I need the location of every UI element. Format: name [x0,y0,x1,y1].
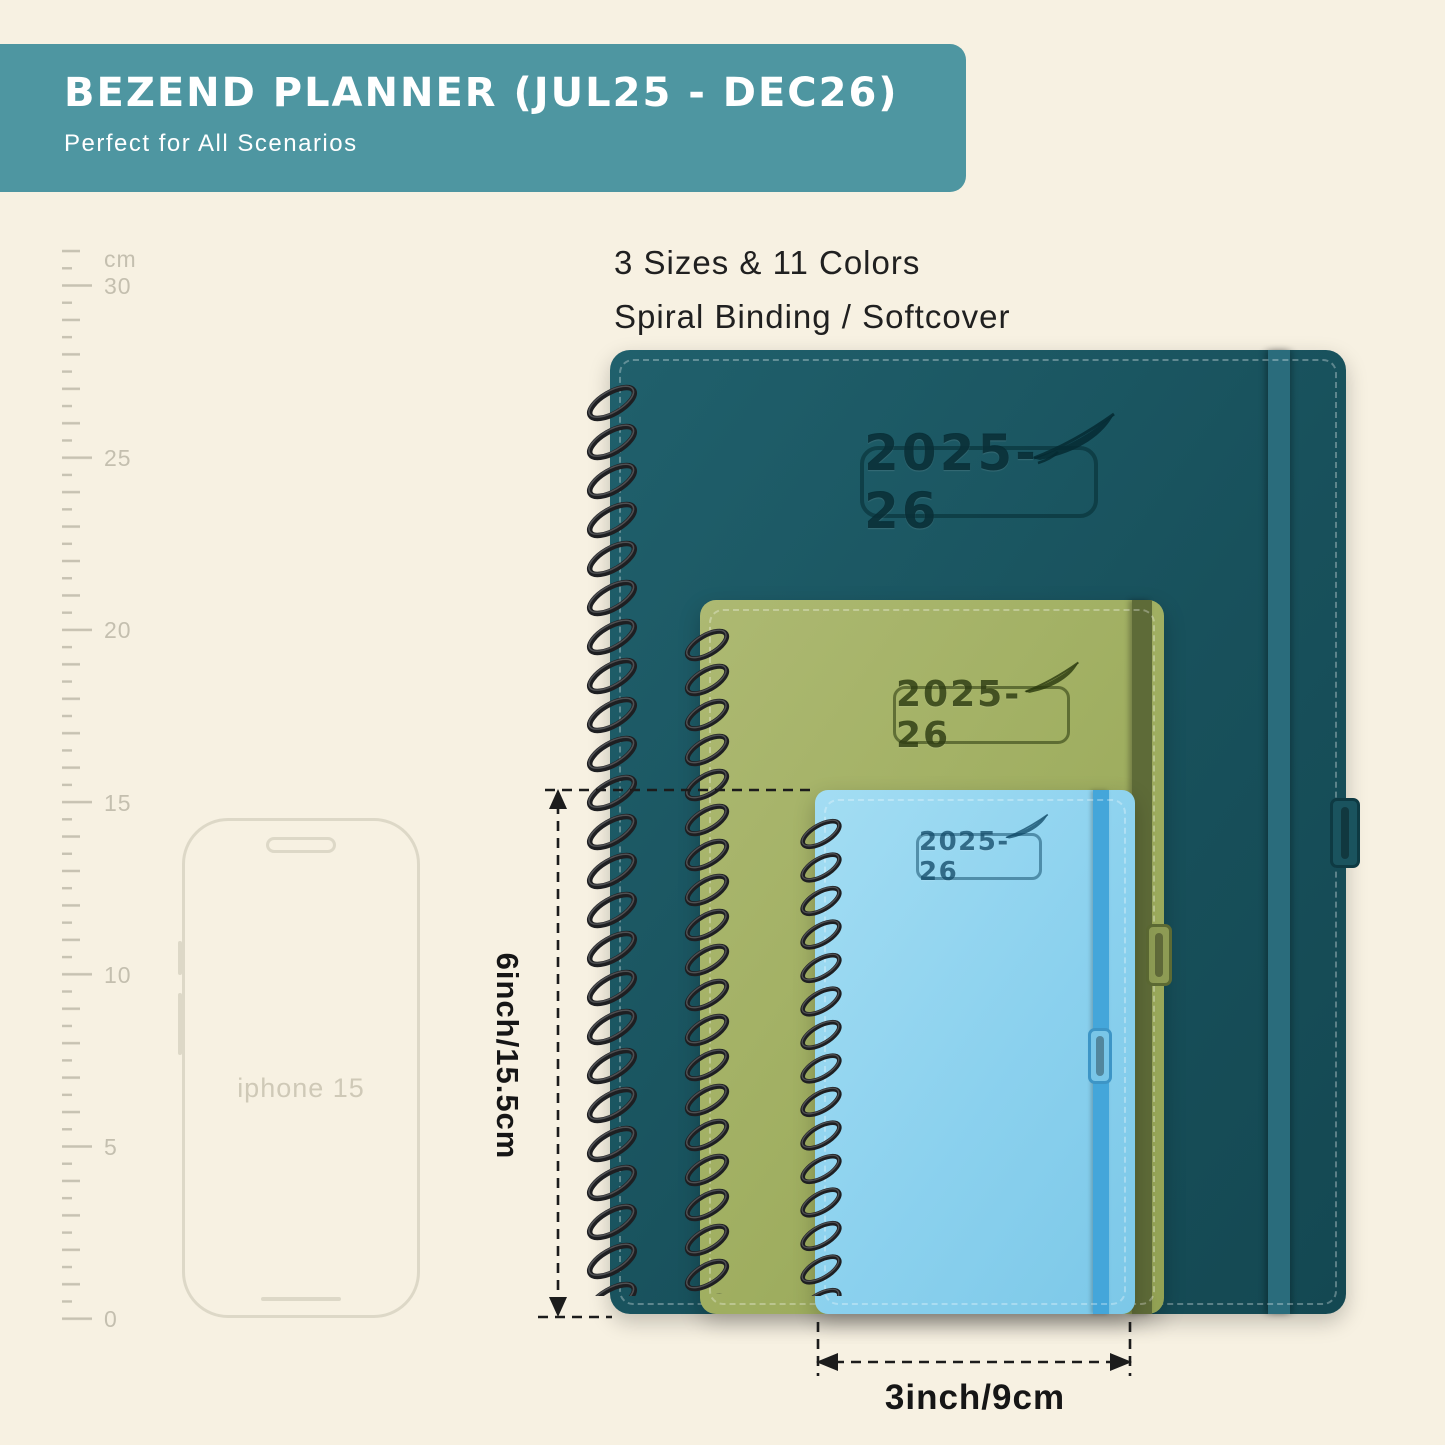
phone-side-button [178,941,182,975]
feature-line-binding: Spiral Binding / Softcover [614,298,1011,336]
ruler-mark-15: 15 [104,790,132,816]
ruler-mark-30: 30 [104,273,132,299]
feature-line-sizes: 3 Sizes & 11 Colors [614,244,921,281]
planner-small: 2025-26 [815,790,1135,1314]
spiral-binding-small [794,818,848,1296]
ruler-mark-5: 5 [104,1134,118,1160]
year-text-large: 2025-26 [864,424,1039,540]
ruler-unit-label: cm [104,246,137,272]
year-badge-medium: 2025-26 [893,661,1079,756]
width-dimension-label: 3inch/9cm [884,1378,1066,1417]
ruler-mark-25: 25 [104,445,132,471]
spiral-binding-large [580,384,644,1296]
pen-loop-small [1088,1028,1112,1084]
height-dimension-label: 6inch/15.5cm [490,952,525,1160]
ruler-mark-10: 10 [104,962,132,988]
phone-home-indicator [261,1297,341,1301]
phone-side-button [178,993,182,1055]
feather-icon [1001,810,1053,842]
ruler-mark-20: 20 [104,617,132,643]
feather-icon [1024,406,1124,466]
pen-loop-medium [1146,924,1172,986]
elastic-band-large [1268,350,1290,1314]
feature-text: 3 Sizes & 11 Colors Spiral Binding / Sof… [614,236,1011,345]
year-badge-large: 2025-26 [860,412,1115,540]
ruler-mark-0: 0 [104,1306,118,1332]
spiral-binding-medium [678,628,736,1294]
ruler: cm 30 25 20 15 10 5 0 [62,246,152,1338]
phone-label: iphone 15 [237,1073,365,1103]
product-subtitle: Perfect for All Scenarios [64,130,358,157]
product-title: BEZEND PLANNER (JUL25 - DEC26) [64,70,899,116]
iphone-outline: iphone 15 [178,818,420,1318]
ruler-ticks [62,248,98,1333]
phone-notch [266,837,336,853]
year-text-medium: 2025-26 [896,674,1022,756]
elastic-band-medium [1132,600,1152,1314]
pen-loop-large [1330,798,1360,868]
year-text-small: 2025-26 [919,826,1010,887]
feather-icon [1019,657,1085,697]
year-badge-small: 2025-26 [916,813,1049,887]
header-banner: BEZEND PLANNER (JUL25 - DEC26) Perfect f… [0,44,966,192]
